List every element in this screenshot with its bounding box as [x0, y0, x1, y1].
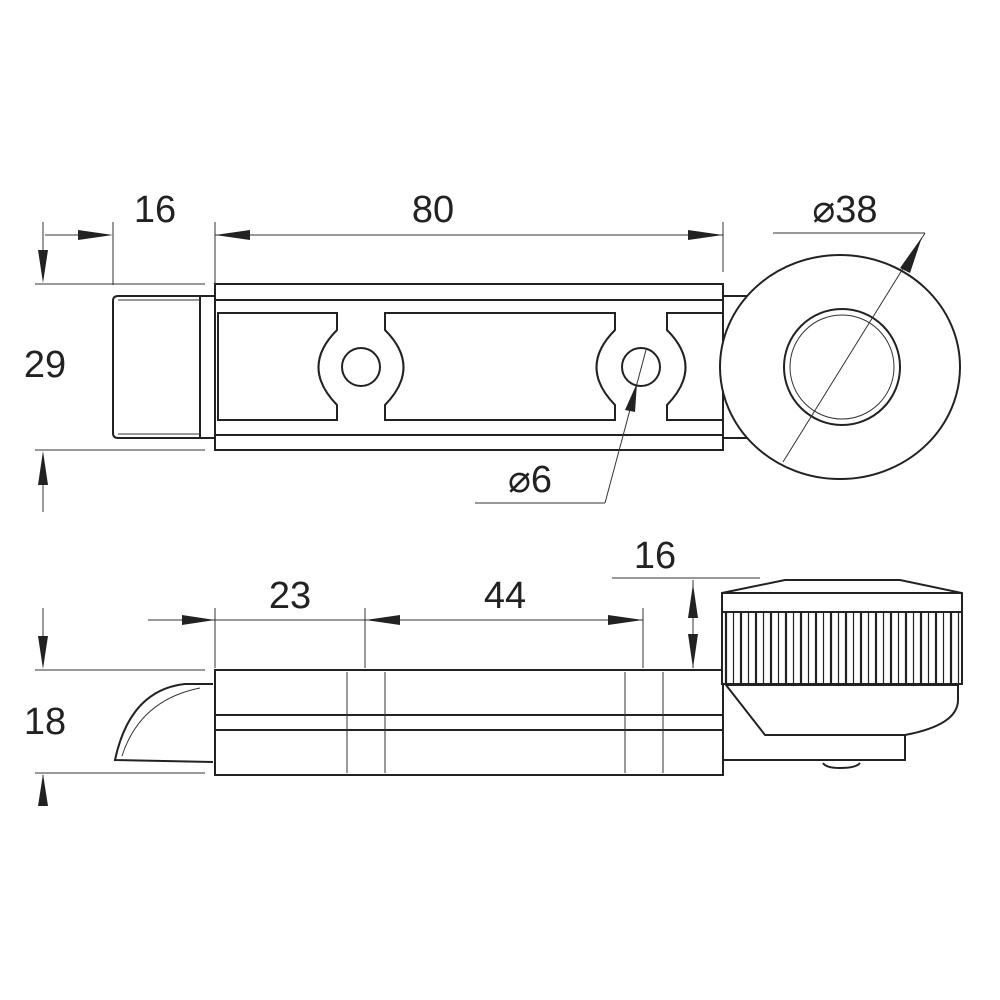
- knurl-lines: [724, 613, 960, 683]
- slot: [217, 312, 338, 421]
- slot: [666, 312, 723, 421]
- dim-label-d6: ⌀6: [508, 459, 552, 501]
- dimension-body-length: 80: [215, 189, 723, 240]
- dim-label-44: 44: [484, 575, 526, 617]
- top-view: 16 80 29: [24, 189, 961, 512]
- knurled-tread: [721, 611, 963, 685]
- dim-label-18: 18: [24, 701, 66, 743]
- dim-label-16: 16: [134, 189, 176, 231]
- side-view: 23 44 16 18: [24, 535, 963, 806]
- mounting-hole: [341, 347, 381, 387]
- dimension-hole-spacing: 44: [365, 575, 643, 625]
- dim-label-d38: ⌀38: [812, 189, 877, 231]
- wheel-top: [719, 254, 961, 480]
- dim-label-23: 23: [269, 575, 311, 617]
- slot: [384, 312, 616, 421]
- mounting-hole: [621, 347, 661, 387]
- body-side: [214, 669, 724, 776]
- dim-label-29: 29: [24, 344, 66, 386]
- dimension-body-height: 18: [24, 608, 66, 806]
- dimension-offset: 23: [148, 575, 365, 625]
- plug-side: [113, 683, 214, 763]
- wheel-side: [721, 579, 963, 770]
- dimension-wheel-diameter: ⌀38: [773, 189, 926, 463]
- dimension-height: 29: [24, 222, 66, 512]
- dimension-plug-length: 16: [45, 189, 176, 240]
- plug-top: [112, 295, 215, 439]
- extension-lines-side: [35, 577, 760, 774]
- dim-label-80: 80: [412, 189, 454, 231]
- dimension-hole-diameter: ⌀6: [475, 349, 647, 504]
- dimension-wheel-height: 16: [634, 535, 698, 668]
- extension-lines-top: [35, 222, 724, 451]
- body-top: [214, 283, 724, 451]
- dim-label-16-side: 16: [634, 535, 676, 577]
